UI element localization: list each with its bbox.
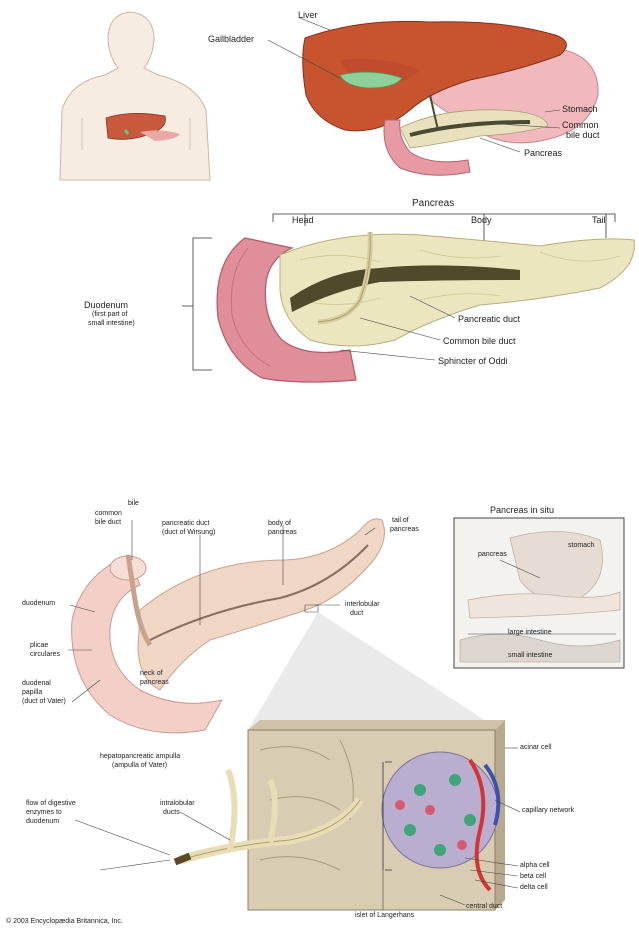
label-duodenum-b: duodenum — [22, 600, 55, 608]
label-papilla-2: papilla — [22, 689, 42, 697]
label-papilla-3: (duct of Vater) — [22, 698, 66, 706]
label-duodenum-note-2: small intestine) — [88, 320, 135, 328]
label-delta-cell: delta cell — [520, 884, 548, 892]
label-body: Body — [471, 215, 492, 225]
label-bile: bile — [128, 500, 139, 508]
label-neck-1: neck of — [140, 670, 163, 678]
label-body-b2: pancreas — [268, 529, 297, 537]
copyright: © 2003 Encyclopædia Britannica, Inc. — [6, 918, 123, 926]
label-duodenum: Duodenum — [84, 300, 128, 310]
label-neck-2: pancreas — [140, 679, 169, 687]
inset-label-pancreas: pancreas — [478, 551, 507, 559]
label-alpha-cell: alpha cell — [520, 862, 550, 870]
label-stomach: Stomach — [562, 104, 598, 114]
label-common-bile-duct-b2: bile duct — [95, 519, 121, 527]
label-papilla-1: duodenal — [22, 680, 51, 688]
tissue-cube — [248, 720, 505, 910]
inset-box — [454, 518, 624, 668]
inset-label-stomach: stomach — [568, 542, 594, 550]
label-flow-1: flow of digestive — [26, 800, 76, 808]
label-common-bile-duct-line1: Common — [562, 120, 599, 130]
label-flow-3: duodenum — [26, 818, 59, 826]
label-duodenum-note-1: (first part of — [92, 311, 127, 319]
label-interlobular: interlobular — [345, 601, 380, 609]
pancreas-title: Pancreas — [412, 199, 454, 209]
label-tail: Tail — [592, 215, 606, 225]
label-islet: islet of Langerhans — [355, 912, 414, 920]
label-common-bile-duct: Common bile duct — [443, 336, 516, 346]
label-central-duct: central duct — [466, 903, 502, 911]
inset-label-large-intestine: large intestine — [508, 629, 552, 637]
label-plicae-1: plicae — [30, 642, 48, 650]
label-intralobular-1: intralobular — [160, 800, 195, 808]
label-flow-2: enzymes to — [26, 809, 62, 817]
label-ampulla-2: (ampulla of Vater) — [112, 762, 167, 770]
label-tail-b1: tail of — [392, 517, 409, 525]
label-common-bile-duct-b1: common — [95, 510, 122, 518]
label-capillary-network: capillary network — [522, 807, 574, 815]
label-tail-b2: pancreas — [390, 526, 419, 534]
label-body-b1: body of — [268, 520, 291, 528]
inset-title: Pancreas in situ — [490, 505, 554, 515]
label-liver: Liver — [298, 10, 318, 20]
label-ampulla-1: hepatopancreatic ampulla — [100, 753, 180, 761]
label-common-bile-duct-line2: bile duct — [566, 130, 600, 140]
label-pancreatic-duct: Pancreatic duct — [458, 314, 520, 324]
label-acinar-cell: acinar cell — [520, 744, 552, 752]
duodenum-bracket — [182, 238, 212, 370]
label-sphincter-of-oddi: Sphincter of Oddi — [438, 356, 508, 366]
label-beta-cell: beta cell — [520, 873, 546, 881]
label-pancreas-top: Pancreas — [524, 148, 562, 158]
body-silhouette — [60, 12, 210, 180]
label-pancreatic-duct-b2: (duct of Wirsung) — [162, 529, 215, 537]
label-head: Head — [292, 215, 314, 225]
inset-label-small-intestine: small intestine — [508, 652, 552, 660]
label-gallbladder: Gallbladder — [208, 34, 254, 44]
label-interlobular-2: duct — [350, 610, 363, 618]
label-plicae-2: circulares — [30, 651, 60, 659]
label-intralobular-2: ducts — [163, 809, 180, 817]
label-pancreatic-duct-b1: pancreatic duct — [162, 520, 209, 528]
